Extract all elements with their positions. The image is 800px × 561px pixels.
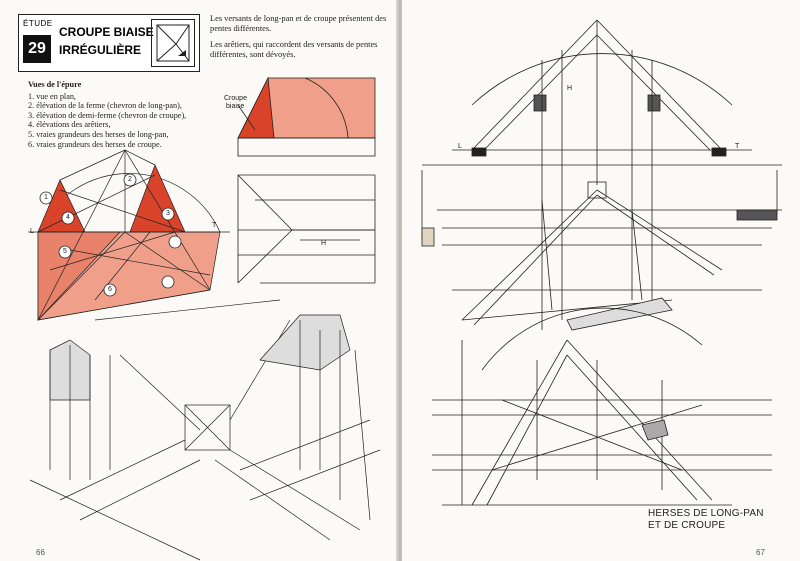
herses-line-2: ET DE CROUPE bbox=[648, 520, 726, 531]
label-T-left: T bbox=[212, 222, 217, 229]
label-n5: 5 bbox=[63, 248, 67, 255]
right-drawings bbox=[421, 19, 782, 506]
views-item-4: 4. élévations des arêtiers, bbox=[28, 120, 111, 130]
etude-number: 29 bbox=[23, 35, 51, 63]
intro-paragraph-1: Les versants de long-pan et de croupe pr… bbox=[210, 14, 387, 33]
label-biaise: biaise bbox=[226, 103, 245, 110]
label-croupe: Croupe bbox=[224, 95, 247, 102]
label-H-left: H bbox=[321, 240, 327, 247]
etude-label: ÉTUDE bbox=[23, 19, 53, 28]
label-L-right: L bbox=[458, 143, 462, 150]
label-L-left: L bbox=[30, 228, 34, 235]
page-number-left: 66 bbox=[36, 548, 45, 557]
label-n6: 6 bbox=[108, 286, 112, 293]
truss-elevation-drawing bbox=[421, 19, 782, 330]
views-item-2: 2. élévation de la ferme (chevron de lon… bbox=[28, 101, 182, 111]
views-item-1: 1. vue en plan, bbox=[28, 91, 76, 101]
label-H-right: H bbox=[567, 85, 573, 92]
hip-perspective-drawing bbox=[421, 181, 778, 331]
label-n2: 2 bbox=[128, 176, 132, 183]
right-page: L T H HERSES DE LONG-PAN ET DE CROUPE 67 bbox=[402, 0, 800, 561]
label-n4: 4 bbox=[66, 214, 70, 221]
circle-labels bbox=[39, 173, 182, 297]
label-T-right: T bbox=[735, 143, 740, 150]
views-title: Vues de l'épure bbox=[28, 80, 82, 89]
page-number-right: 67 bbox=[756, 548, 765, 557]
herses-plan-drawing bbox=[432, 307, 772, 506]
label-n3: 3 bbox=[166, 210, 170, 217]
study-header: ÉTUDE 29 CROUPE BIAISE IRRÉGULIÈRE bbox=[18, 14, 200, 72]
views-item-5: 5. vraies grandeurs des herses de long-p… bbox=[28, 129, 169, 139]
herses-line-1: HERSES DE LONG-PAN bbox=[648, 508, 764, 519]
title-line-1: CROUPE BIAISE bbox=[59, 25, 154, 39]
left-page: ÉTUDE 29 CROUPE BIAISE IRRÉGULIÈRE Les v… bbox=[0, 0, 398, 561]
views-item-6: 6. vraies grandeurs des herses de croupe… bbox=[28, 139, 162, 149]
views-list: Vues de l'épure 1. vue en plan, 2. éléva… bbox=[28, 80, 218, 149]
intro-paragraph-2: Les arêtiers, qui raccordent des versant… bbox=[210, 40, 378, 59]
elevation-croupe-drawing bbox=[237, 76, 376, 284]
views-item-3: 3. élévation de demi-ferme (chevron de c… bbox=[28, 110, 187, 120]
label-n1: 1 bbox=[44, 194, 48, 201]
title-line-2: IRRÉGULIÈRE bbox=[59, 43, 142, 57]
book-gutter bbox=[396, 0, 404, 561]
herses-caption: HERSES DE LONG-PAN ET DE CROUPE bbox=[648, 508, 764, 532]
hip-roof-plan-icon bbox=[151, 19, 195, 67]
left-drawings bbox=[28, 76, 381, 561]
epure-main-drawing bbox=[28, 149, 230, 321]
intro-text: Les versants de long-pan et de croupe pr… bbox=[210, 14, 388, 66]
perspective-hip-drawing bbox=[29, 299, 381, 561]
